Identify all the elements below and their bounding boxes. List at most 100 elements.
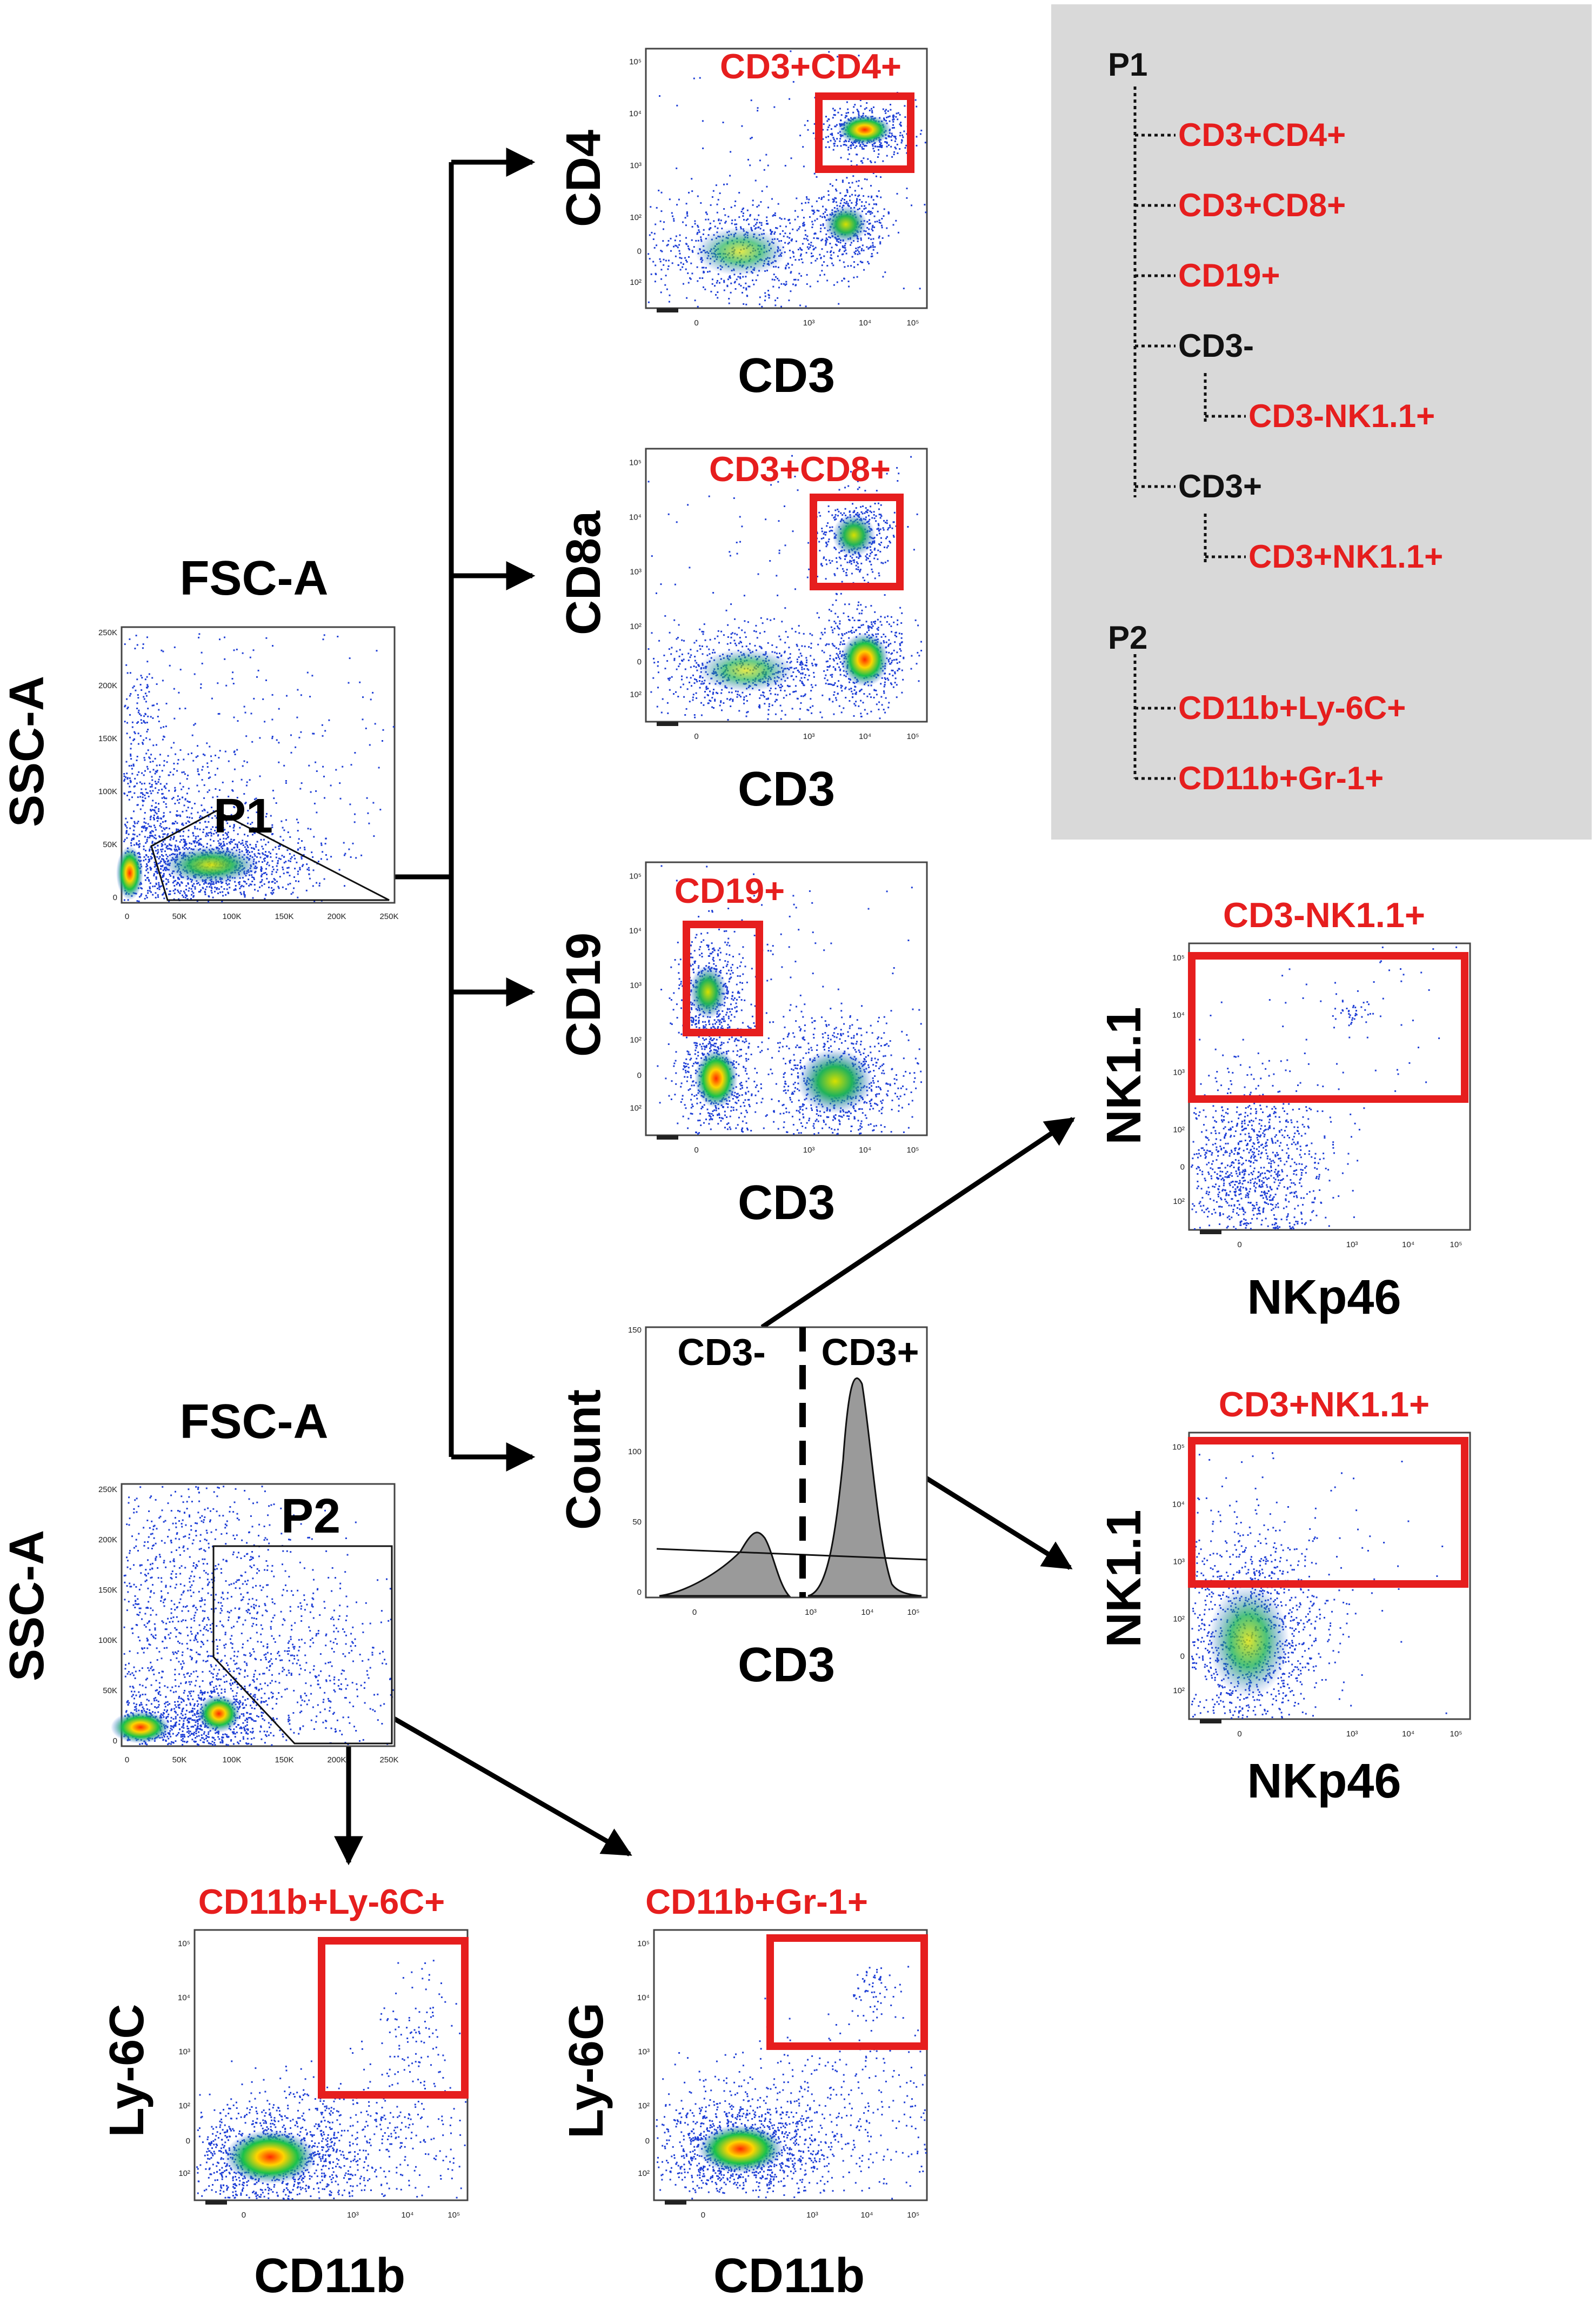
nkneg-plot-frame — [1188, 942, 1471, 1231]
p2-y-label: SSC-A — [0, 1530, 54, 1681]
hist-y-label: Count — [557, 1389, 611, 1530]
nkneg-events — [1191, 946, 1458, 1230]
nkneg-gate — [1188, 952, 1468, 1103]
p2-density-high — [197, 1695, 241, 1733]
cd8-density-neg — [697, 649, 794, 692]
nkpos-gate — [1188, 1437, 1468, 1588]
gr1-gate — [766, 1934, 928, 2050]
cd4-x-label: CD3 — [738, 349, 835, 403]
cd4-y-label: CD4 — [557, 130, 611, 227]
hist-pos-label: CD3+ — [822, 1331, 919, 1373]
p2-x-title: FSC-A — [180, 1395, 329, 1449]
cd8-density-cd4 — [840, 633, 889, 687]
svg-text:50K: 50K — [103, 1686, 117, 1695]
svg-text:50K: 50K — [103, 840, 117, 849]
svg-text:150K: 150K — [275, 912, 293, 921]
cd4-density-pos — [838, 115, 892, 145]
hist-neg-label: CD3- — [677, 1331, 765, 1373]
hierarchy-item: CD19+ — [1178, 257, 1280, 294]
hist-x-label: CD3 — [738, 1638, 835, 1692]
cd4-density-neg — [695, 227, 786, 276]
cd4-gate — [815, 92, 914, 173]
svg-text:150K: 150K — [98, 734, 117, 743]
cd19-gate — [683, 921, 763, 1036]
svg-text:0: 0 — [113, 1736, 117, 1746]
svg-text:150K: 150K — [98, 1586, 117, 1595]
hierarchy-item: P1 — [1108, 46, 1147, 83]
cd19-y-label: CD19 — [557, 933, 611, 1057]
hist-pos-peak — [807, 1377, 922, 1597]
hierarchy-item: CD3+NK1.1+ — [1248, 538, 1443, 575]
hierarchy-dotted-lines — [1133, 86, 1246, 780]
svg-text:100K: 100K — [222, 912, 241, 921]
cd19-gate-label: CD19+ — [675, 871, 785, 910]
p1-x-title: FSC-A — [180, 551, 329, 605]
nkpos-gate-label: CD3+NK1.1+ — [1219, 1384, 1430, 1424]
hierarchy-item: CD11b+Ly-6C+ — [1178, 690, 1406, 726]
gr1-density — [697, 2125, 784, 2173]
p1-density-lymphocytes — [162, 846, 259, 884]
svg-text:100K: 100K — [222, 1755, 241, 1765]
gr1-x-label: CD11b — [713, 2249, 865, 2303]
svg-text:0: 0 — [125, 912, 129, 921]
cd8-gate — [810, 494, 904, 590]
hierarchy-item: CD3+CD8+ — [1178, 187, 1346, 223]
nkneg-y-label: NK1.1 — [1097, 1007, 1151, 1144]
p1-gate-label: P1 — [213, 789, 273, 843]
hist-neg-peak — [659, 1532, 791, 1597]
svg-text:200K: 200K — [327, 1755, 346, 1765]
ly6c-density — [224, 2130, 316, 2184]
svg-text:50K: 50K — [172, 1755, 187, 1765]
cd8-gate-label: CD3+CD8+ — [709, 449, 891, 489]
svg-text:0: 0 — [125, 1755, 129, 1765]
gr1-plot-frame — [653, 1929, 928, 2201]
ly6c-gate — [318, 1937, 469, 2099]
cd19-density-neg — [695, 1049, 738, 1108]
ly6c-y-label: Ly-6C — [100, 2004, 154, 2138]
hist-gate-line — [656, 1548, 927, 1561]
p1-gate — [150, 810, 390, 901]
hierarchy-background — [1051, 4, 1592, 840]
hierarchy-item: CD3+CD4+ — [1178, 117, 1346, 153]
p1-y-label: SSC-A — [0, 676, 54, 827]
cd4-density-cd8 — [824, 205, 867, 243]
hierarchy-item: P2 — [1108, 620, 1147, 656]
p2-gate — [212, 1545, 393, 1745]
gr1-y-label: Ly-6G — [559, 2002, 613, 2139]
cd8-x-label: CD3 — [738, 762, 835, 816]
gr1-gate-label: CD11b+Gr-1+ — [645, 1882, 868, 1921]
hierarchy-item: CD11b+Gr-1+ — [1178, 760, 1384, 796]
svg-text:250K: 250K — [98, 628, 117, 637]
svg-text:250K: 250K — [379, 912, 398, 921]
nkneg-gate-label: CD3-NK1.1+ — [1223, 895, 1425, 935]
cd19-density-t — [797, 1049, 873, 1114]
svg-text:250K: 250K — [379, 1755, 398, 1765]
p2-density-low — [111, 1711, 170, 1743]
hierarchy-item: CD3- — [1178, 328, 1254, 364]
nkpos-x-label: NKp46 — [1247, 1754, 1401, 1808]
cd19-density-pos — [689, 965, 727, 1019]
gating-hierarchy-box: P1CD3+CD4+CD3+CD8+CD19+CD3-CD3-NK1.1+CD3… — [1051, 4, 1592, 840]
p2-gate-label: P2 — [281, 1489, 340, 1543]
nkneg-x-label: NKp46 — [1247, 1270, 1401, 1324]
svg-text:50K: 50K — [172, 912, 187, 921]
